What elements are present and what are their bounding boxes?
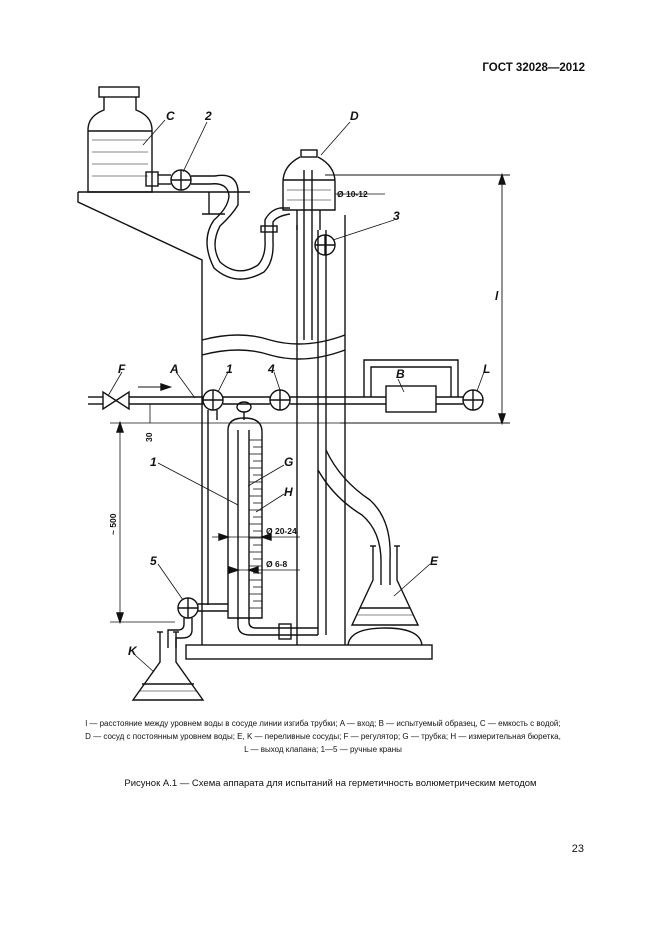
valve-l bbox=[462, 389, 484, 411]
figure-caption: Рисунок А.1 — Схема аппарата для испытан… bbox=[124, 778, 537, 789]
label-5: 5 bbox=[150, 554, 157, 568]
label-f: F bbox=[118, 362, 126, 376]
figure-legend: l — расстояние между уровнем воды в сосу… bbox=[48, 717, 598, 756]
vessel-d bbox=[282, 149, 336, 232]
valve-3 bbox=[314, 234, 336, 256]
stand-board bbox=[201, 215, 346, 645]
label-g: G bbox=[284, 455, 293, 469]
valve-1 bbox=[202, 389, 224, 411]
legend-line-1: l — расстояние между уровнем воды в сосу… bbox=[85, 719, 561, 728]
valve-4 bbox=[269, 389, 291, 411]
label-b: B bbox=[396, 367, 405, 381]
label-h: H bbox=[284, 485, 293, 499]
burette bbox=[227, 401, 263, 620]
valve-5 bbox=[177, 597, 199, 619]
label-2: 2 bbox=[204, 109, 212, 123]
label-l: l bbox=[495, 289, 499, 303]
label-1a: 1 bbox=[226, 362, 233, 376]
label-d1012: Ø 10-12 bbox=[337, 189, 368, 199]
label-c: C bbox=[166, 109, 175, 123]
label-d2024: Ø 20-24 bbox=[266, 526, 297, 536]
label-k: K bbox=[128, 644, 138, 658]
flask-k bbox=[131, 631, 205, 701]
document-header: ГОСТ 32028—2012 bbox=[482, 62, 585, 74]
base-plate bbox=[185, 644, 433, 660]
label-30: 30 bbox=[144, 432, 154, 442]
siphon-tube bbox=[214, 174, 290, 272]
regulator-f bbox=[102, 390, 130, 411]
label-500: ~ 500 bbox=[108, 513, 118, 535]
specimen-b bbox=[385, 385, 437, 413]
legend-line-2: D — сосуд с постоянным уровнем воды; E, … bbox=[85, 732, 561, 741]
label-1b: 1 bbox=[150, 455, 157, 469]
label-a: A bbox=[169, 362, 179, 376]
shelf bbox=[77, 191, 250, 340]
label-4: 4 bbox=[267, 362, 275, 376]
valve-2 bbox=[170, 169, 192, 191]
label-l-outlet: L bbox=[483, 362, 490, 376]
vessel-c bbox=[87, 86, 171, 193]
label-d68: Ø 6-8 bbox=[266, 559, 288, 569]
page-number: 23 bbox=[571, 843, 584, 855]
flask-e bbox=[347, 545, 423, 646]
label-3: 3 bbox=[393, 209, 400, 223]
label-d: D bbox=[350, 109, 359, 123]
legend-line-3: L — выход клапана; 1—5 — ручные краны bbox=[244, 745, 402, 754]
label-e: E bbox=[430, 554, 439, 568]
